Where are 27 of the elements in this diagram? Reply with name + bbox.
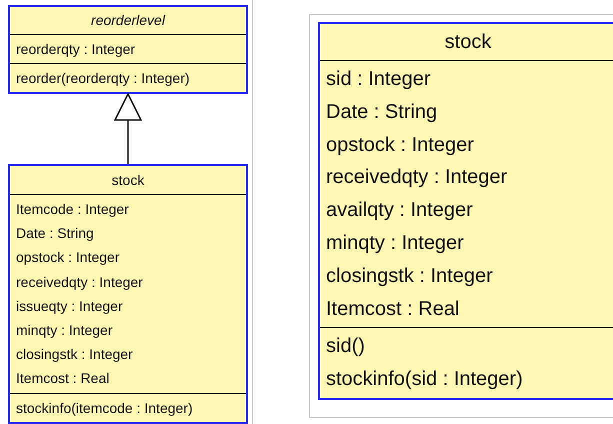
attribute-text: reorderqty : Integer — [16, 40, 136, 59]
attribute-text: closingstk : Integer — [16, 345, 134, 364]
attribute-text: opstock : Integer — [16, 248, 121, 268]
attribute-text: opstock : Integer — [326, 132, 475, 158]
attribute-text: Date : String — [16, 224, 95, 244]
attribute-text: availqty : Integer — [326, 198, 474, 224]
attribute-text: Itemcost : Real — [326, 296, 460, 322]
class-name: stock — [110, 171, 146, 190]
attribute-text: sid : Integer — [326, 67, 432, 92]
class-box — [8, 5, 248, 94]
operation-text: sid() — [326, 334, 366, 360]
attribute-text: minqty : Integer — [16, 321, 114, 340]
attribute-text: receivedqty : Integer — [16, 272, 144, 292]
operation-text: reorder(reorderqty : Integer) — [16, 69, 191, 88]
attribute-text: Itemcode : Integer — [16, 200, 130, 219]
inheritance-arrow — [114, 93, 142, 164]
attribute-text: Itemcost : Real — [16, 369, 110, 388]
class-name: reorderlevel — [90, 11, 166, 30]
attribute-text: Date : String — [326, 100, 438, 125]
operation-text: stockinfo(sid : Integer) — [326, 367, 524, 392]
class-box — [8, 164, 248, 424]
attribute-text: minqty : Integer — [326, 230, 465, 256]
attribute-text: closingstk : Integer — [326, 264, 494, 289]
operation-text: stockinfo(itemcode : Integer) — [16, 398, 194, 418]
attribute-text: issueqty : Integer — [16, 296, 124, 316]
attribute-text: receivedqty : Integer — [326, 165, 508, 190]
class-name: stock — [444, 30, 492, 55]
